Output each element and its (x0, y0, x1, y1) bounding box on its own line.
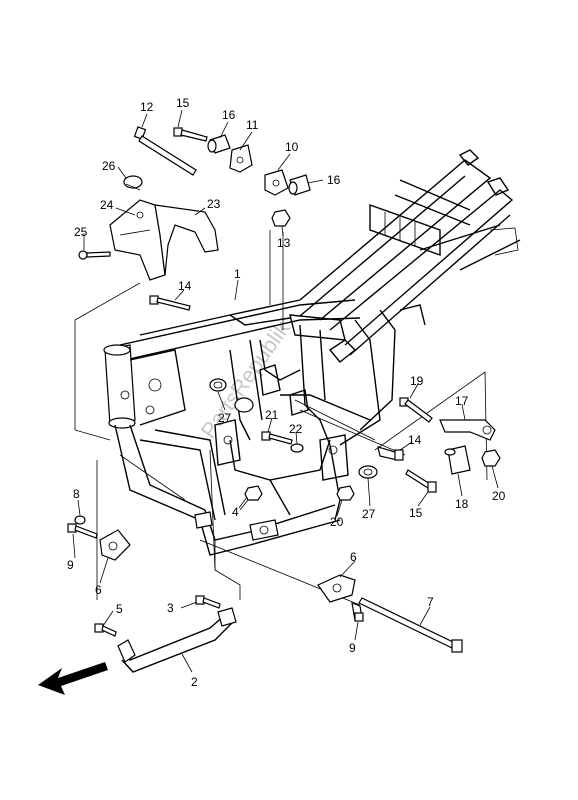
callout-20-center: 20 (330, 515, 344, 529)
bolt-9-right (351, 602, 364, 622)
washer-22 (290, 443, 304, 453)
callout-9-left: 9 (67, 558, 74, 572)
downtube-2 (117, 607, 237, 673)
callout-3: 3 (167, 601, 174, 615)
collar-18 (444, 445, 471, 475)
bracket-6-right (317, 574, 356, 603)
callout-25: 25 (74, 225, 88, 239)
bolt-19 (399, 397, 433, 423)
callout-labels: 12 15 16 11 10 16 13 26 24 23 25 1 14 27… (67, 96, 506, 689)
bolt-21 (261, 431, 293, 445)
callout-6-right: 6 (350, 550, 357, 564)
callout-21: 21 (265, 408, 279, 422)
callout-14-right: 14 (408, 433, 422, 447)
collar-27-right (358, 465, 378, 479)
collar-16-right (288, 174, 311, 196)
bolt-7 (358, 597, 463, 653)
callout-16-right: 16 (327, 173, 341, 187)
reference-lines (74, 230, 488, 606)
bolt-14-left (149, 295, 191, 311)
callout-6-left: 6 (95, 583, 102, 597)
callout-9-right: 9 (349, 641, 356, 655)
grommet-26 (123, 175, 143, 191)
washer-8 (74, 515, 86, 525)
bolt-12 (133, 126, 197, 176)
bolt-14-right (377, 446, 404, 461)
bolt-3 (195, 595, 221, 609)
callout-5: 5 (116, 602, 123, 616)
callout-12: 12 (140, 100, 154, 114)
callout-27-left: 27 (218, 411, 232, 425)
callout-20-right: 20 (492, 489, 506, 503)
callout-1: 1 (234, 267, 241, 281)
bolt-9-left (67, 523, 98, 539)
nut-13 (271, 209, 291, 227)
main-frame (103, 149, 521, 556)
bolt-5 (94, 623, 117, 637)
callout-10: 10 (285, 140, 299, 154)
callout-13: 13 (277, 236, 291, 250)
callout-4: 4 (232, 505, 239, 519)
cover-23 (154, 204, 219, 276)
callout-15-right: 15 (409, 506, 423, 520)
nut-20-right (481, 449, 501, 467)
bracket-11 (229, 144, 253, 173)
nut-4 (244, 485, 263, 501)
callout-18: 18 (455, 497, 469, 511)
callout-2: 2 (191, 675, 198, 689)
callout-24: 24 (100, 198, 114, 212)
callout-16-top: 16 (222, 108, 236, 122)
callout-26: 26 (102, 159, 116, 173)
nut-20-center (336, 485, 355, 501)
front-direction-arrow-icon (38, 662, 108, 695)
bracket-10 (264, 169, 289, 196)
screw-25 (78, 250, 111, 260)
callout-22: 22 (289, 422, 303, 436)
callout-14-left: 14 (178, 279, 192, 293)
bracket-6-left (99, 529, 131, 561)
callout-8: 8 (73, 487, 80, 501)
callout-15-top: 15 (176, 96, 190, 110)
callout-27-right: 27 (362, 507, 376, 521)
bolt-15-top (173, 127, 208, 142)
collar-16-top (207, 134, 231, 154)
leader-lines (72, 109, 499, 673)
bracket-17 (439, 419, 496, 441)
callout-7: 7 (427, 595, 434, 609)
callout-11: 11 (246, 118, 259, 132)
callout-19: 19 (410, 374, 424, 388)
callout-23: 23 (207, 197, 221, 211)
bolt-15-right (405, 469, 437, 493)
callout-17: 17 (455, 394, 469, 408)
